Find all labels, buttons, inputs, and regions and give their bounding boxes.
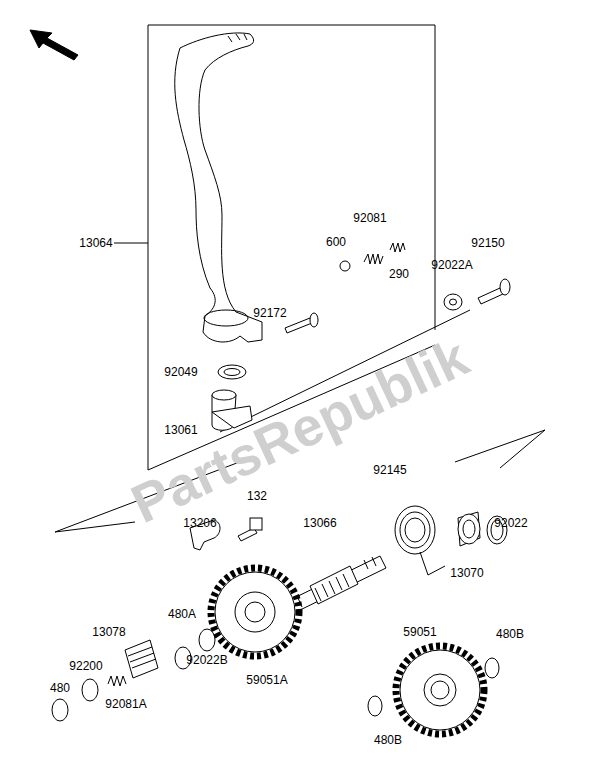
callout-number: 480A (168, 607, 196, 621)
callout-number: 480B (374, 733, 402, 747)
callout-number: 600 (326, 235, 346, 249)
shaft-spline (298, 557, 376, 607)
gear (424, 674, 456, 706)
callout-number: 480 (50, 681, 70, 695)
spring (390, 243, 405, 252)
callout-number: 13066 (303, 516, 336, 530)
ratchet (125, 640, 158, 678)
callout-number: 92049 (164, 365, 197, 379)
bolt (478, 288, 503, 304)
washer (199, 629, 215, 651)
bolt-head (500, 279, 510, 295)
gear (235, 592, 275, 632)
gear (211, 568, 299, 656)
ratchet (128, 647, 156, 668)
circlip (485, 658, 499, 678)
circlip (52, 699, 68, 721)
callout-number: 132 (247, 489, 267, 503)
gear (400, 650, 480, 730)
gear (431, 681, 449, 699)
callout-number: 92200 (69, 659, 102, 673)
bolt-head (250, 518, 262, 530)
collar (463, 520, 475, 538)
washer (82, 679, 98, 701)
callout-number: 92172 (253, 306, 286, 320)
washer (450, 299, 457, 305)
bolt-head (310, 313, 318, 327)
kick-shaft (290, 556, 386, 612)
callout-number: 59051A (246, 673, 287, 687)
callout-number: 92022 (494, 516, 527, 530)
callout-number: 13070 (450, 566, 483, 580)
kick-lever (175, 33, 262, 342)
kick-spring (420, 552, 445, 575)
leader-line (114, 243, 148, 244)
circlip (368, 696, 382, 716)
callout-number: 59051 (403, 625, 436, 639)
callout-number: 13064 (79, 236, 112, 250)
callout-number: 92081 (353, 211, 386, 225)
kick-spring (400, 512, 430, 548)
callout-number: 13206 (183, 516, 216, 530)
callout-number: 92081A (105, 697, 146, 711)
gear (396, 646, 484, 734)
oil-seal (224, 369, 240, 376)
callout-number: 92145 (373, 463, 406, 477)
callout-number: 92150 (471, 236, 504, 250)
callout-number: 92022A (431, 258, 472, 272)
collar (458, 512, 480, 546)
kick-spring (395, 506, 435, 554)
washer (444, 294, 462, 310)
gear (215, 572, 295, 652)
lever-boss (204, 310, 248, 326)
direction-arrow (30, 30, 78, 60)
callout-number: 480B (496, 627, 524, 641)
bolt (285, 318, 312, 333)
collar (458, 514, 480, 544)
kick-shaft (310, 566, 358, 604)
callout-number: 92022B (186, 653, 227, 667)
callout-number: 13061 (164, 423, 197, 437)
gear (245, 602, 265, 622)
callout-number: 290 (389, 267, 409, 281)
kick-boss (212, 390, 236, 400)
ball (340, 261, 350, 271)
spring (364, 254, 383, 264)
oil-seal (218, 365, 246, 379)
lever-pad (228, 34, 247, 42)
spring (108, 676, 126, 686)
callout-number: 13078 (92, 625, 125, 639)
kick-spring (405, 518, 425, 542)
